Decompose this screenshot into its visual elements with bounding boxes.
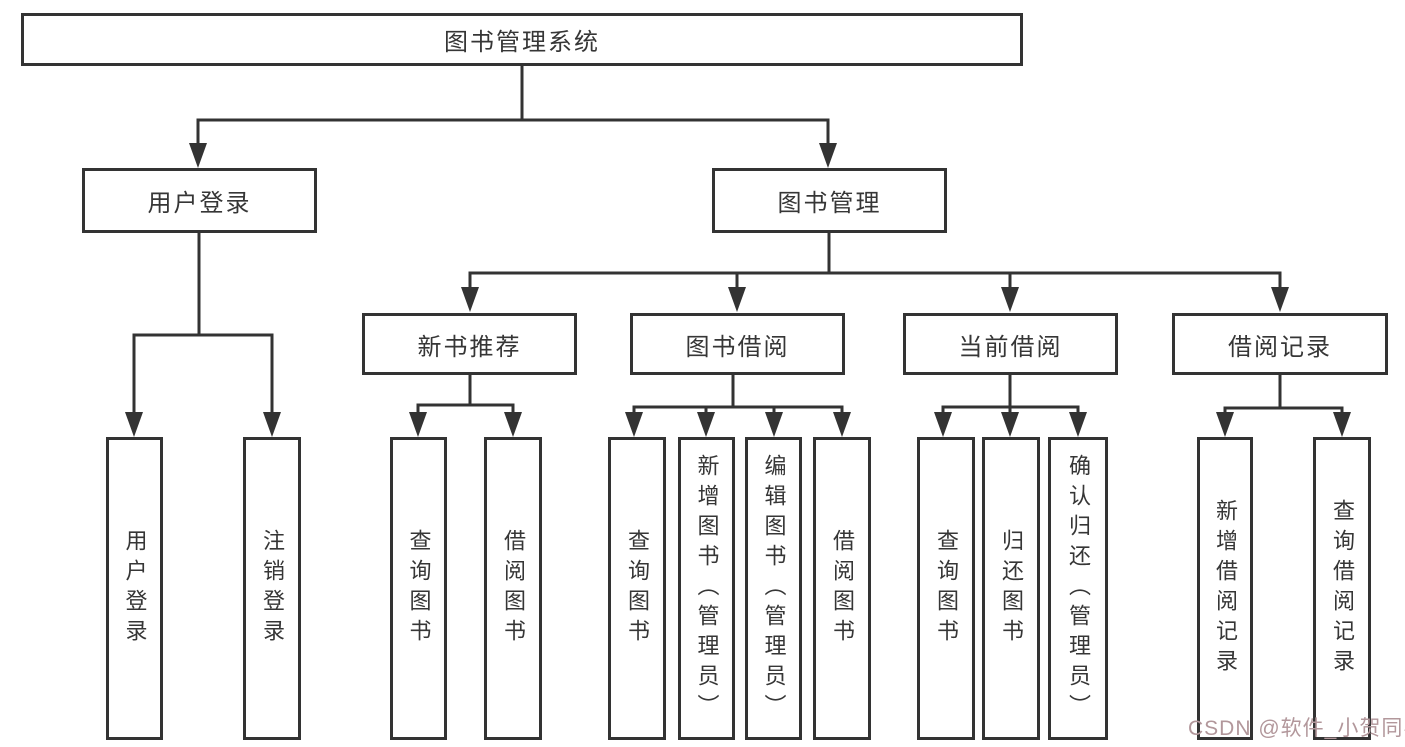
arrow-down-icon: [189, 143, 207, 168]
leaf-query-books-2: 查询图书: [608, 437, 666, 740]
node-label: 查询图书: [625, 528, 650, 649]
arrowheads: [125, 143, 1351, 437]
node-label: 新增图书（管理员）: [694, 453, 720, 724]
node-label: 注销登录: [260, 528, 285, 649]
node-current-borrow: 当前借阅: [903, 313, 1118, 375]
arrow-down-icon: [765, 412, 783, 437]
node-label: 当前借阅: [958, 333, 1063, 361]
arrow-down-icon: [697, 412, 715, 437]
leaf-confirm-return: 确认归还（管理员）: [1048, 437, 1108, 740]
arrow-down-icon: [409, 412, 427, 437]
leaf-user-login: 用户登录: [106, 437, 163, 740]
arrow-down-icon: [263, 412, 281, 437]
node-label: 新书推荐: [417, 333, 522, 361]
node-label: 用户登录: [122, 528, 148, 649]
node-new-book-recommend: 新书推荐: [362, 313, 577, 375]
node-book-borrow: 图书借阅: [630, 313, 845, 375]
arrow-down-icon: [1001, 412, 1019, 437]
arrow-down-icon: [1001, 287, 1019, 312]
node-label: 借阅记录: [1228, 333, 1332, 361]
node-user-login: 用户登录: [82, 168, 317, 233]
arrow-down-icon: [1069, 412, 1087, 437]
arrow-down-icon: [1333, 412, 1351, 437]
node-label: 确认归还（管理员）: [1066, 453, 1091, 724]
arrow-down-icon: [819, 143, 837, 168]
arrow-down-icon: [461, 287, 479, 312]
arrow-down-icon: [833, 412, 851, 437]
node-label: 用户登录: [147, 190, 252, 217]
arrow-down-icon: [934, 412, 952, 437]
edge-root-to-level2: [196, 64, 830, 147]
edge-borrowrecords-to-leaves: [1223, 373, 1344, 416]
edge-userlogin-to-leaves: [132, 231, 274, 416]
leaf-logout: 注销登录: [243, 437, 301, 740]
watermark: CSDN @软件_小贺同学: [1188, 717, 1405, 740]
edge-newbook-to-leaves: [416, 373, 515, 416]
leaf-query-books-3: 查询图书: [917, 437, 975, 740]
leaf-edit-book: 编辑图书（管理员）: [745, 437, 802, 740]
node-label: 图书管理: [777, 190, 882, 217]
edge-currentborrow-to-leaves: [941, 373, 1080, 416]
arrow-down-icon: [125, 412, 143, 437]
leaf-add-book: 新增图书（管理员）: [678, 437, 735, 740]
arrow-down-icon: [728, 287, 746, 312]
node-label: 查询图书: [406, 528, 432, 649]
node-label: 图书管理系统: [444, 29, 600, 56]
node-label: 查询图书: [934, 528, 959, 649]
node-label: 归还图书: [999, 528, 1024, 649]
node-label: 新增借阅记录: [1213, 498, 1238, 679]
leaf-return-book: 归还图书: [982, 437, 1040, 740]
arrow-down-icon: [1271, 287, 1289, 312]
leaf-query-books-1: 查询图书: [390, 437, 447, 740]
node-label: 编辑图书（管理员）: [761, 453, 787, 724]
node-label: 查询借阅记录: [1330, 498, 1355, 679]
node-label: 图书借阅: [685, 333, 790, 361]
leaf-borrow-books-2: 借阅图书: [813, 437, 871, 740]
node-label: 借阅图书: [830, 528, 855, 649]
node-borrow-records: 借阅记录: [1172, 313, 1388, 375]
node-library-management-system: 图书管理系统: [21, 13, 1023, 66]
arrow-down-icon: [504, 412, 522, 437]
leaf-add-borrow-record: 新增借阅记录: [1197, 437, 1253, 740]
edge-bookmgmt-to-level3: [468, 231, 1282, 291]
edge-bookborrow-to-leaves: [632, 373, 844, 416]
leaf-query-borrow-record: 查询借阅记录: [1313, 437, 1371, 740]
arrow-down-icon: [1216, 412, 1234, 437]
arrow-down-icon: [625, 412, 643, 437]
leaf-borrow-books-1: 借阅图书: [484, 437, 542, 740]
node-label: 借阅图书: [501, 528, 526, 649]
node-book-management: 图书管理: [712, 168, 947, 233]
